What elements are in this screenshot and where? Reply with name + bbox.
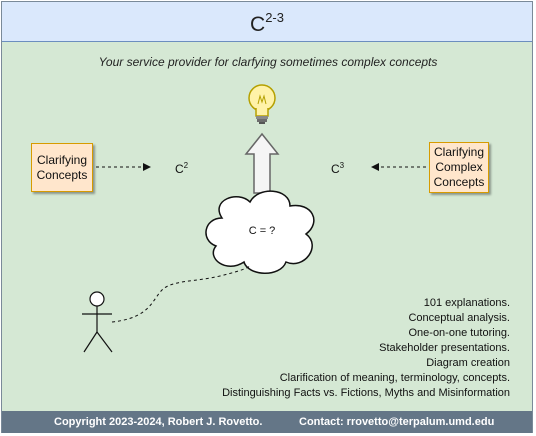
cloud-label: C = ? xyxy=(248,225,276,237)
box-left-label: Clarifying Concepts xyxy=(36,152,88,182)
header-bar: C2-3 xyxy=(2,2,532,42)
page-title: C2-3 xyxy=(2,10,532,37)
services-list: 101 explanations. Conceptual analysis. O… xyxy=(222,296,510,401)
person-icon xyxy=(82,291,113,353)
service-item: Diagram creation xyxy=(426,357,510,369)
contact-text: Contact: rrovetto@terpalum.umd.edu xyxy=(299,416,495,428)
c2-exponent: 2 xyxy=(183,161,189,170)
service-item: Conceptual analysis. xyxy=(408,312,510,324)
service-item: One-on-one tutoring. xyxy=(408,327,510,339)
tagline: Your service provider for clarfying some… xyxy=(98,55,438,69)
service-item: Distinguishing Facts vs. Fictions, Myths… xyxy=(222,387,510,399)
box-right-label: Clarifying Complex Concepts xyxy=(433,145,485,189)
c3-base: C xyxy=(331,162,340,176)
service-item: Clarification of meaning, terminology, c… xyxy=(279,372,510,384)
c3-exponent: 3 xyxy=(339,161,345,170)
c2-base: C xyxy=(175,162,184,176)
up-arrow-icon xyxy=(244,132,280,194)
clarifying-concepts-box: Clarifying Concepts xyxy=(31,143,93,192)
title-base: C xyxy=(250,13,266,36)
title-exponent: 2-3 xyxy=(265,10,284,25)
dashed-connector xyxy=(111,265,251,323)
copyright-text: Copyright 2023-2024, Robert J. Rovetto. xyxy=(54,416,263,428)
lightbulb-icon xyxy=(248,84,276,124)
service-item: Stakeholder presentations. xyxy=(379,342,510,354)
service-item: 101 explanations. xyxy=(423,297,510,309)
thought-cloud-icon xyxy=(205,190,315,274)
c-cubed-label: C3 xyxy=(331,161,344,176)
clarifying-complex-concepts-box: Clarifying Complex Concepts xyxy=(429,142,489,193)
c-squared-label: C2 xyxy=(175,161,188,176)
footer-bar: Copyright 2023-2024, Robert J. Rovetto. … xyxy=(2,411,532,433)
